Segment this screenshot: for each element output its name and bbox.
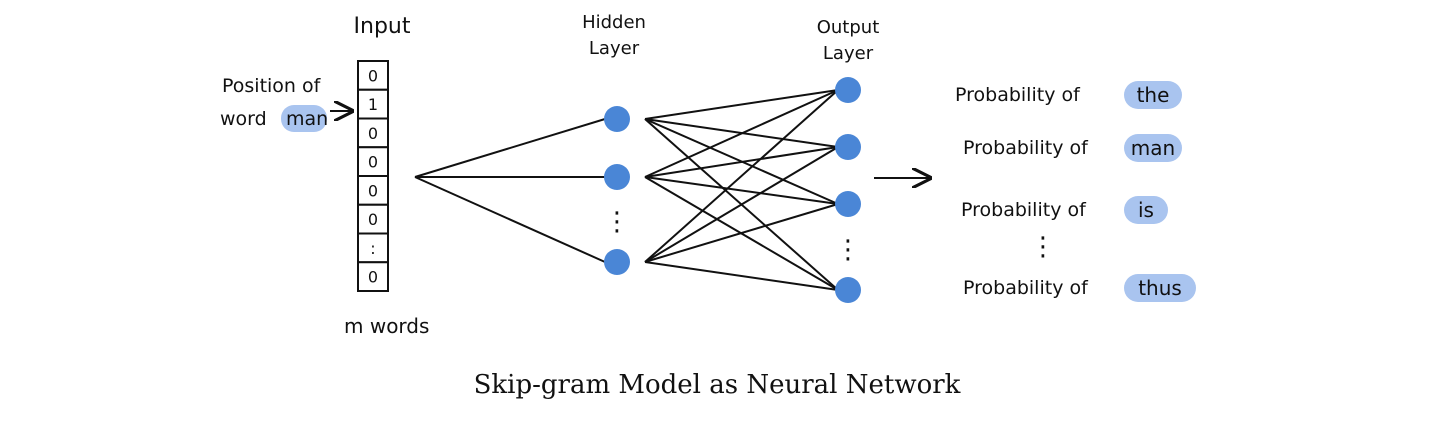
- hidden-to-output-edge: [644, 146, 839, 178]
- hidden-ellipsis: ⋮: [604, 207, 630, 237]
- input-vector-value: 1: [368, 95, 378, 114]
- hidden-node: [604, 106, 630, 132]
- input-vector-value: 0: [368, 210, 378, 229]
- input-to-hidden-edge: [414, 118, 606, 178]
- output-node: [835, 134, 861, 160]
- hidden-to-output-edge: [644, 89, 839, 263]
- network-edges: [414, 89, 839, 291]
- hidden-node: [604, 249, 630, 275]
- input-vector-value: 0: [368, 124, 378, 143]
- hidden-to-output-edge: [644, 176, 839, 205]
- hidden-to-output-edge: [644, 89, 839, 120]
- probability-word-highlight: [1124, 81, 1182, 109]
- probability-word-highlight: [1124, 274, 1196, 302]
- probability-word-highlight: [1124, 134, 1182, 162]
- output-layer-nodes: [835, 77, 861, 303]
- probability-word: is: [1138, 198, 1154, 222]
- input-vector-cell: [357, 146, 389, 177]
- input-count-label: m words: [344, 314, 429, 338]
- input-vector-value: 0: [368, 181, 378, 200]
- hidden-layer-title-line1: Hidden: [582, 12, 646, 33]
- input-vector: 0 1 0 0 0 0: 0: [357, 60, 389, 292]
- input-to-hidden-edge: [414, 176, 606, 263]
- input-vector-value: 0: [368, 268, 378, 287]
- probability-word: thus: [1138, 276, 1182, 300]
- input-layer-title: Input: [354, 14, 411, 39]
- position-note-word-prefix: word: [220, 108, 267, 130]
- hidden-node: [604, 164, 630, 190]
- input-vector-cell: [357, 117, 389, 149]
- input-vector-cell: [357, 261, 389, 292]
- output-ellipsis: ⋮: [835, 235, 861, 265]
- hidden-layer-title-line2: Layer: [589, 38, 640, 59]
- position-note-word-highlight: [281, 105, 327, 132]
- hidden-to-output-edge: [644, 261, 839, 291]
- position-note-word: man: [286, 108, 328, 130]
- hidden-to-output-edge: [644, 146, 839, 263]
- position-note-line1: Position of: [222, 75, 322, 97]
- probability-label: Probability of: [963, 137, 1089, 159]
- probability-label: Probability of: [963, 277, 1089, 299]
- output-layer-title-line1: Output: [817, 17, 880, 38]
- probability-label: Probability of: [955, 84, 1081, 106]
- probability-word: man: [1131, 136, 1175, 160]
- input-vector-value: :: [370, 239, 375, 258]
- hidden-to-output-edge: [644, 89, 839, 178]
- input-vector-value: 0: [368, 66, 378, 85]
- probability-ellipsis: ⋮: [1030, 232, 1056, 262]
- output-layer-title-line2: Layer: [823, 43, 874, 64]
- output-node: [835, 191, 861, 217]
- input-vector-cell: [357, 60, 389, 91]
- input-vector-cell: [357, 232, 389, 264]
- output-node: [835, 77, 861, 103]
- probability-word-highlight: [1124, 196, 1168, 224]
- input-vector-value: 0: [368, 153, 378, 172]
- hidden-layer-nodes: [604, 106, 630, 275]
- probability-word: the: [1137, 83, 1170, 107]
- hidden-to-output-edge: [644, 203, 839, 263]
- probability-label: Probability of: [961, 199, 1087, 221]
- diagram-caption: Skip-gram Model as Neural Network: [474, 370, 961, 400]
- output-node: [835, 277, 861, 303]
